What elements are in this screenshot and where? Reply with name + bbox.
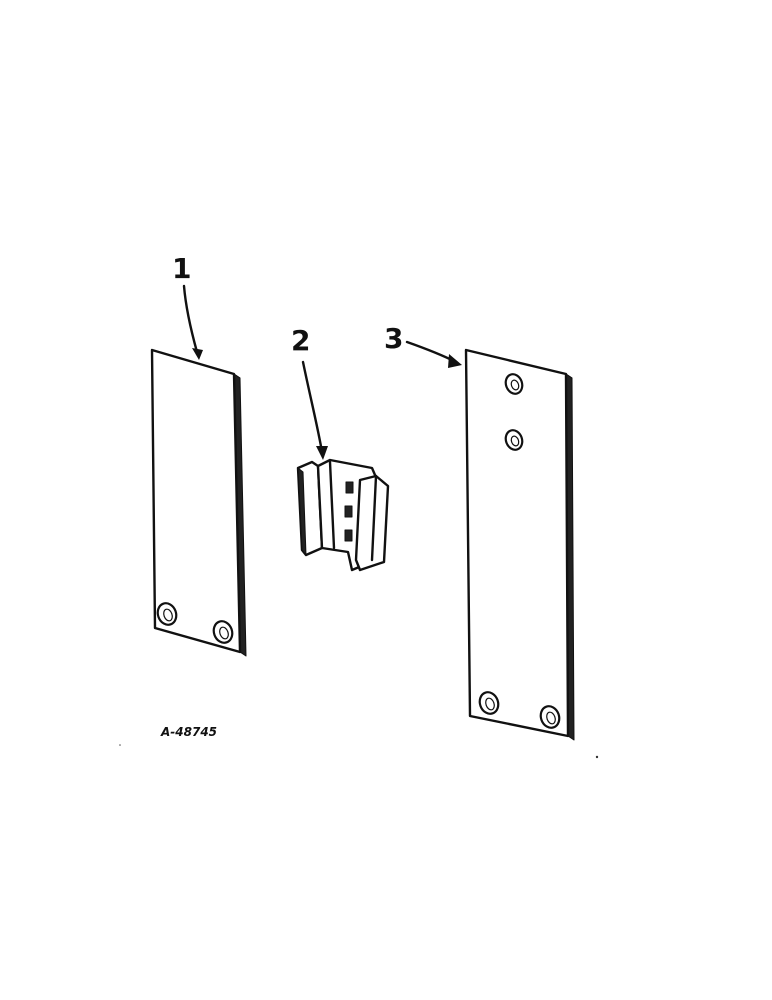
part-3-plate bbox=[464, 348, 575, 741]
plate-1-hole-right bbox=[212, 620, 234, 644]
callout-1: 1 bbox=[172, 252, 191, 285]
callout-3: 3 bbox=[384, 322, 403, 355]
scan-speck bbox=[119, 744, 121, 746]
plate-3-hole-upper bbox=[504, 429, 524, 451]
callout-2: 2 bbox=[291, 324, 310, 357]
scan-speck bbox=[595, 755, 599, 759]
part-1-plate bbox=[150, 348, 247, 657]
figure-id: A-48745 bbox=[160, 725, 217, 739]
plate-3-hole-bottom-right bbox=[539, 705, 561, 729]
bracket-slot-middle bbox=[344, 505, 353, 518]
plate-1-hole-left bbox=[156, 602, 178, 626]
leader-1 bbox=[182, 284, 203, 360]
part-2-bracket bbox=[296, 458, 390, 572]
plate-3-hole-bottom-left bbox=[478, 691, 500, 715]
leader-2 bbox=[301, 360, 328, 460]
bracket-slot-bottom bbox=[344, 529, 353, 542]
plate-3-hole-top bbox=[504, 373, 524, 395]
leader-3 bbox=[405, 340, 462, 368]
bracket-slot-top bbox=[345, 481, 354, 494]
